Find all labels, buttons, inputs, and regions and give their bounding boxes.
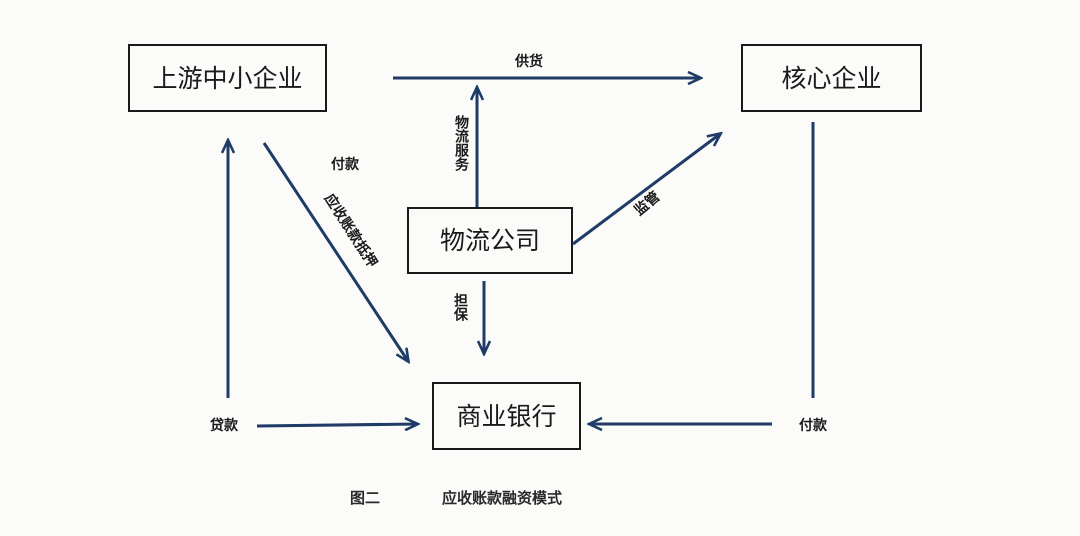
node-upstream-sme-box	[128, 44, 327, 112]
node-logistics-company-label: 物流公司	[440, 226, 540, 255]
caption-figure-number: 图二	[350, 489, 380, 507]
node-core-enterprise: 核心企业	[741, 44, 922, 112]
label-payment-right: 付款	[799, 417, 828, 434]
node-upstream-sme-label: 上游中小企业	[152, 64, 302, 93]
arrow-supervision	[572, 134, 720, 246]
node-logistics-company: 物流公司	[407, 207, 573, 274]
node-core-enterprise-box	[741, 44, 922, 112]
node-upstream-sme: 上游中小企业	[128, 44, 327, 112]
node-core-enterprise-label: 核心企业	[781, 64, 881, 93]
node-commercial-bank: 商业银行	[432, 382, 581, 450]
label-guarantee: 担保	[452, 292, 469, 322]
label-supervision: 监管	[631, 188, 663, 219]
label-loan: 贷款	[210, 417, 239, 434]
label-payment-upper: 付款	[331, 156, 360, 173]
caption-title: 应收账款融资模式	[442, 489, 562, 507]
arrow-receivable-pledge	[262, 142, 408, 361]
node-logistics-company-box	[407, 207, 573, 274]
label-logistics-service: 物流服务	[453, 114, 469, 172]
node-commercial-bank-box	[432, 382, 581, 450]
node-commercial-bank-label: 商业银行	[456, 402, 556, 431]
label-supply: 供货	[514, 53, 543, 70]
label-receivable-pledge: 应收账款抵押	[321, 191, 381, 271]
arrow-loan-right	[256, 424, 417, 426]
